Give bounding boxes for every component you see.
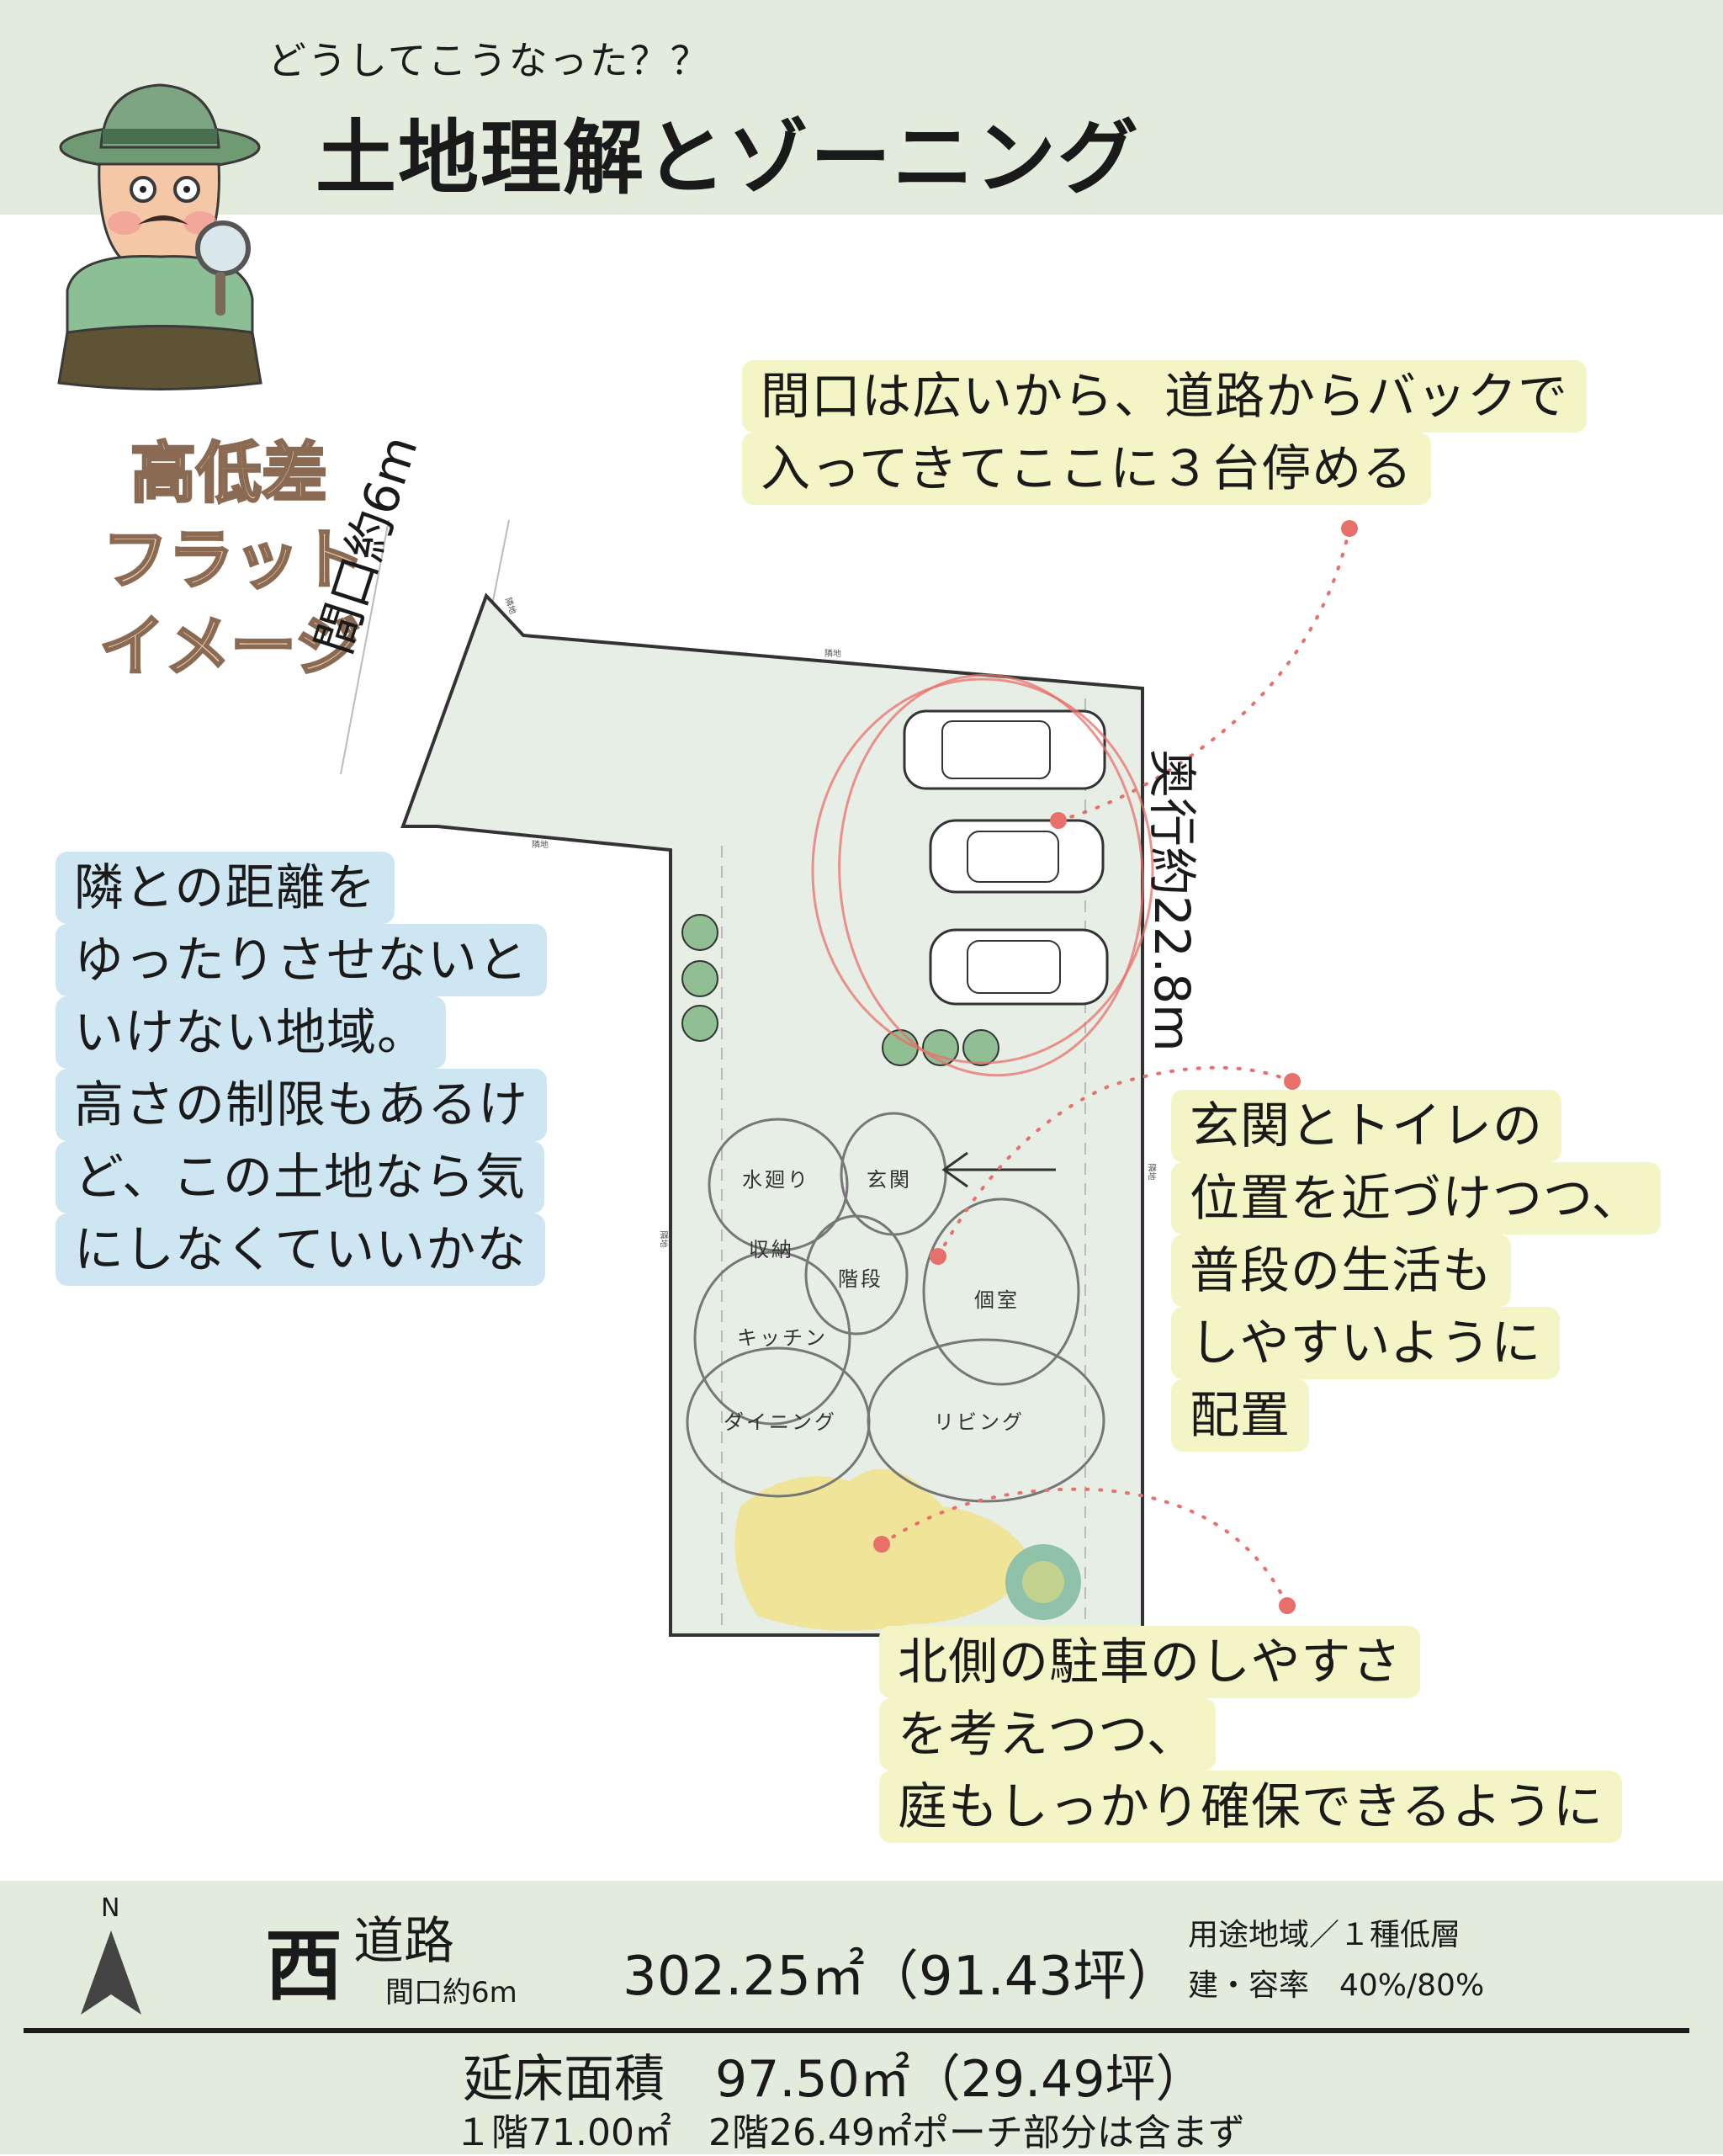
car-icon — [929, 928, 1109, 1006]
footer-divider — [24, 2028, 1689, 2033]
garden-note: 北側の駐車のしやすさ を考えつつ、 庭もしっかり確保できるように — [879, 1626, 1622, 1843]
detective-illustration — [57, 83, 262, 390]
header-band — [0, 0, 1723, 215]
subtitle: どうしてこうなった？？ — [268, 38, 711, 83]
zone-label-living: リビング — [934, 1410, 1025, 1434]
coverage-ratio: 建・容率 40%/80% — [1188, 1968, 1485, 2003]
north-arrow-icon — [81, 1930, 141, 2015]
parking-note: 間口は広いから、道路からバックで 入ってきてここに３台停める — [742, 360, 1588, 505]
zone-label-wet-area: 水廻り — [742, 1168, 810, 1192]
lot-area: 302.25㎡（91.43坪） — [623, 1946, 1181, 2008]
shrub — [882, 1029, 919, 1066]
road-frontage: 間口約6m — [385, 1976, 517, 2010]
entrance-note: 玄関とトイレの 位置を近づけつつ、 普段の生活も しやすいように 配置 — [1171, 1090, 1661, 1452]
car-icon — [929, 819, 1105, 894]
zone-label-entrance: 玄関 — [867, 1168, 912, 1192]
north-label: N — [101, 1893, 120, 1923]
zone-circle-stairs — [804, 1214, 909, 1336]
callout-dot — [1050, 812, 1067, 829]
shrub — [962, 1029, 999, 1066]
shrub — [681, 1005, 718, 1042]
callout-line-parking — [1057, 527, 1351, 822]
zone-label-stairs: 階段 — [838, 1267, 883, 1291]
boundary-label: 隣地 — [532, 841, 549, 850]
zone-label-storage: 収納 — [749, 1238, 794, 1261]
image-label: イメージ — [98, 608, 361, 687]
callout-line-garden — [880, 1487, 1289, 1607]
callout-dot — [930, 1248, 946, 1265]
callout-dot — [1341, 520, 1358, 537]
direction-label: 西 — [265, 1921, 343, 2011]
callout-line-entrance — [936, 1065, 1294, 1258]
road-label: 道路 — [353, 1912, 454, 1971]
floor-breakdown: １階71.00㎡ 2階26.49㎡ポーチ部分は含まず — [454, 2111, 1245, 2154]
boundary-label: 隣地 — [824, 650, 841, 659]
shrub — [681, 914, 718, 951]
page-title: 土地理解とゾーニング — [315, 111, 1140, 205]
zone-label-dining: ダイニング — [724, 1410, 837, 1434]
zoning-district: 用途地域／１種低層 — [1188, 1918, 1461, 1952]
parking-zone-circle — [838, 673, 1144, 1077]
neighbor-note: 隣との距離を ゆったりさせないと いけない地域。 高さの制限もあるけ ど、この土… — [56, 852, 548, 1286]
depth-dimension: 奥行約22.8m — [1143, 749, 1201, 1052]
callout-dot — [1284, 1073, 1301, 1090]
zone-circle-living — [867, 1338, 1105, 1503]
footer-band — [0, 1881, 1723, 2154]
boundary-label: 隣地 — [1146, 1163, 1156, 1181]
zone-label-private-room: 個室 — [974, 1288, 1020, 1312]
arrow-left-icon-head — [941, 1151, 968, 1188]
garden-tree-inner — [1022, 1561, 1064, 1603]
parking-zone-circle — [811, 677, 1154, 1065]
car-icon — [903, 709, 1106, 790]
flat-label: フラット — [101, 522, 366, 600]
frontage-guide-line — [340, 519, 390, 775]
elevation-label: 高低差 — [129, 435, 328, 513]
shrub — [681, 960, 718, 997]
callout-dot — [1279, 1597, 1296, 1614]
floor-area: 延床面積 97.50㎡（29.49坪） — [463, 2050, 1206, 2109]
zone-circle-kitchen — [693, 1251, 851, 1426]
boundary-label: 隣地 — [658, 1230, 668, 1248]
zone-label-kitchen: キッチン — [737, 1326, 828, 1350]
zone-circle-wet-area — [708, 1118, 849, 1252]
zone-circle-private-room — [922, 1197, 1080, 1386]
callout-dot — [873, 1536, 890, 1553]
